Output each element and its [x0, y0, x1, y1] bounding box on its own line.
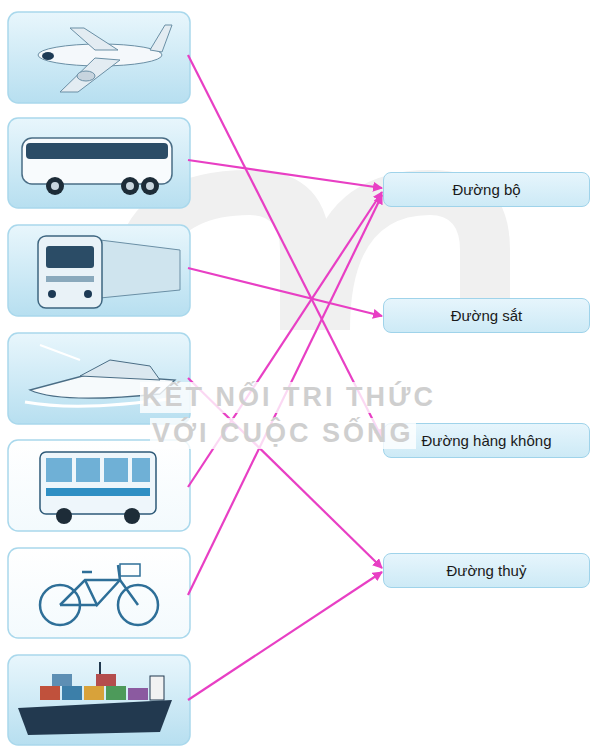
airplane-icon [38, 25, 172, 92]
box-label: Đường bộ [444, 181, 528, 198]
coach-bus-icon [22, 138, 172, 195]
city-bus-icon [40, 452, 156, 524]
box-label: Đường sắt [443, 307, 531, 324]
watermark-text: KẾT NỐI TRI THỨC [140, 382, 438, 413]
train-icon [38, 236, 180, 308]
box-label: Đường hàng không [414, 432, 560, 449]
matching-arrow [188, 160, 382, 188]
answer-box: Đường bộ [383, 172, 590, 207]
cargo-ship-icon [18, 662, 172, 735]
matching-arrow [188, 268, 382, 316]
answer-box: Đường thuỷ [383, 553, 590, 588]
matching-arrow [188, 572, 382, 700]
answer-box: Đường sắt [383, 298, 590, 333]
box-label: Đường thuỷ [439, 562, 535, 579]
picture-frames [8, 12, 190, 745]
bicycle-icon [40, 564, 158, 625]
watermark-text: VỚI CUỘC SỐNG [150, 418, 416, 449]
matching-arrow [188, 55, 382, 438]
